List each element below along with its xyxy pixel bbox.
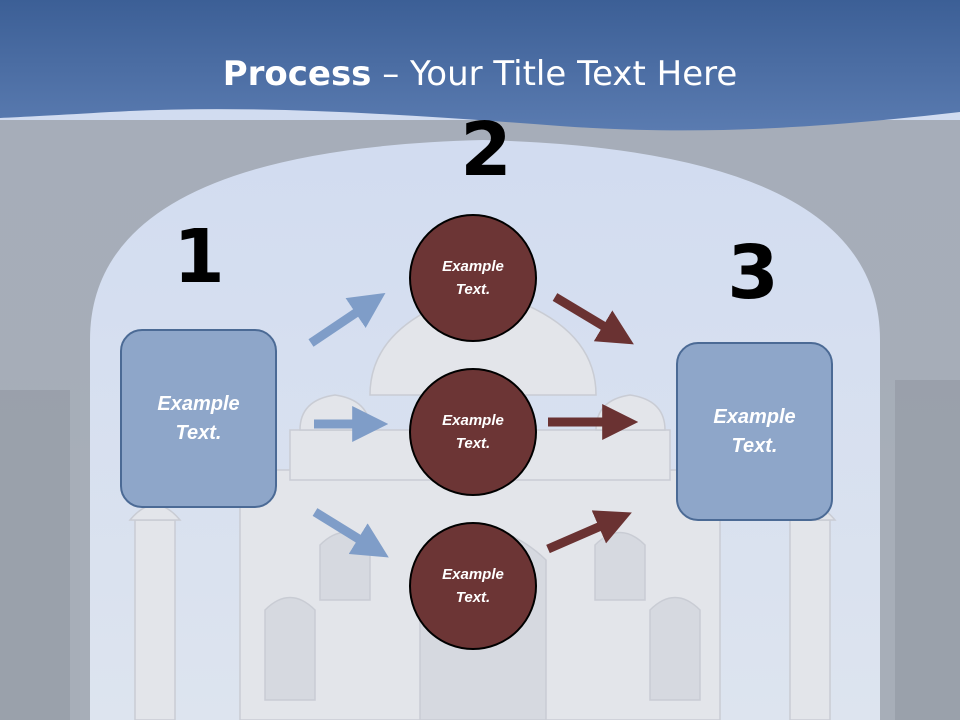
header-banner	[0, 0, 960, 131]
step-3-box[interactable]: Example Text.	[676, 342, 833, 521]
step-number-3: 3	[727, 230, 779, 316]
slide-title: Process – Your Title Text Here	[0, 52, 960, 96]
step-1-box[interactable]: Example Text.	[120, 329, 277, 508]
circle-bottom-text: Example Text.	[442, 566, 504, 606]
circle-middle-text: Example Text.	[442, 412, 504, 452]
arrow-1-to-top	[308, 292, 386, 347]
step-2-circle-middle[interactable]: Example Text.	[409, 368, 537, 496]
step-number-1: 1	[173, 214, 225, 300]
title-rest: – Your Title Text Here	[371, 54, 738, 94]
step-2-circle-top[interactable]: Example Text.	[409, 214, 537, 342]
arrow-top-to-3	[552, 293, 634, 345]
circle-top-text: Example Text.	[442, 258, 504, 298]
step-1-text: Example Text.	[157, 392, 240, 444]
arrow-bottom-to-3	[546, 510, 632, 554]
step-number-2: 2	[460, 107, 512, 193]
step-2-circle-bottom[interactable]: Example Text.	[409, 522, 537, 650]
step-3-text: Example Text.	[713, 405, 796, 457]
archway-frame	[0, 120, 960, 720]
title-bold: Process	[222, 54, 372, 94]
arrow-1-to-bottom	[312, 508, 389, 558]
